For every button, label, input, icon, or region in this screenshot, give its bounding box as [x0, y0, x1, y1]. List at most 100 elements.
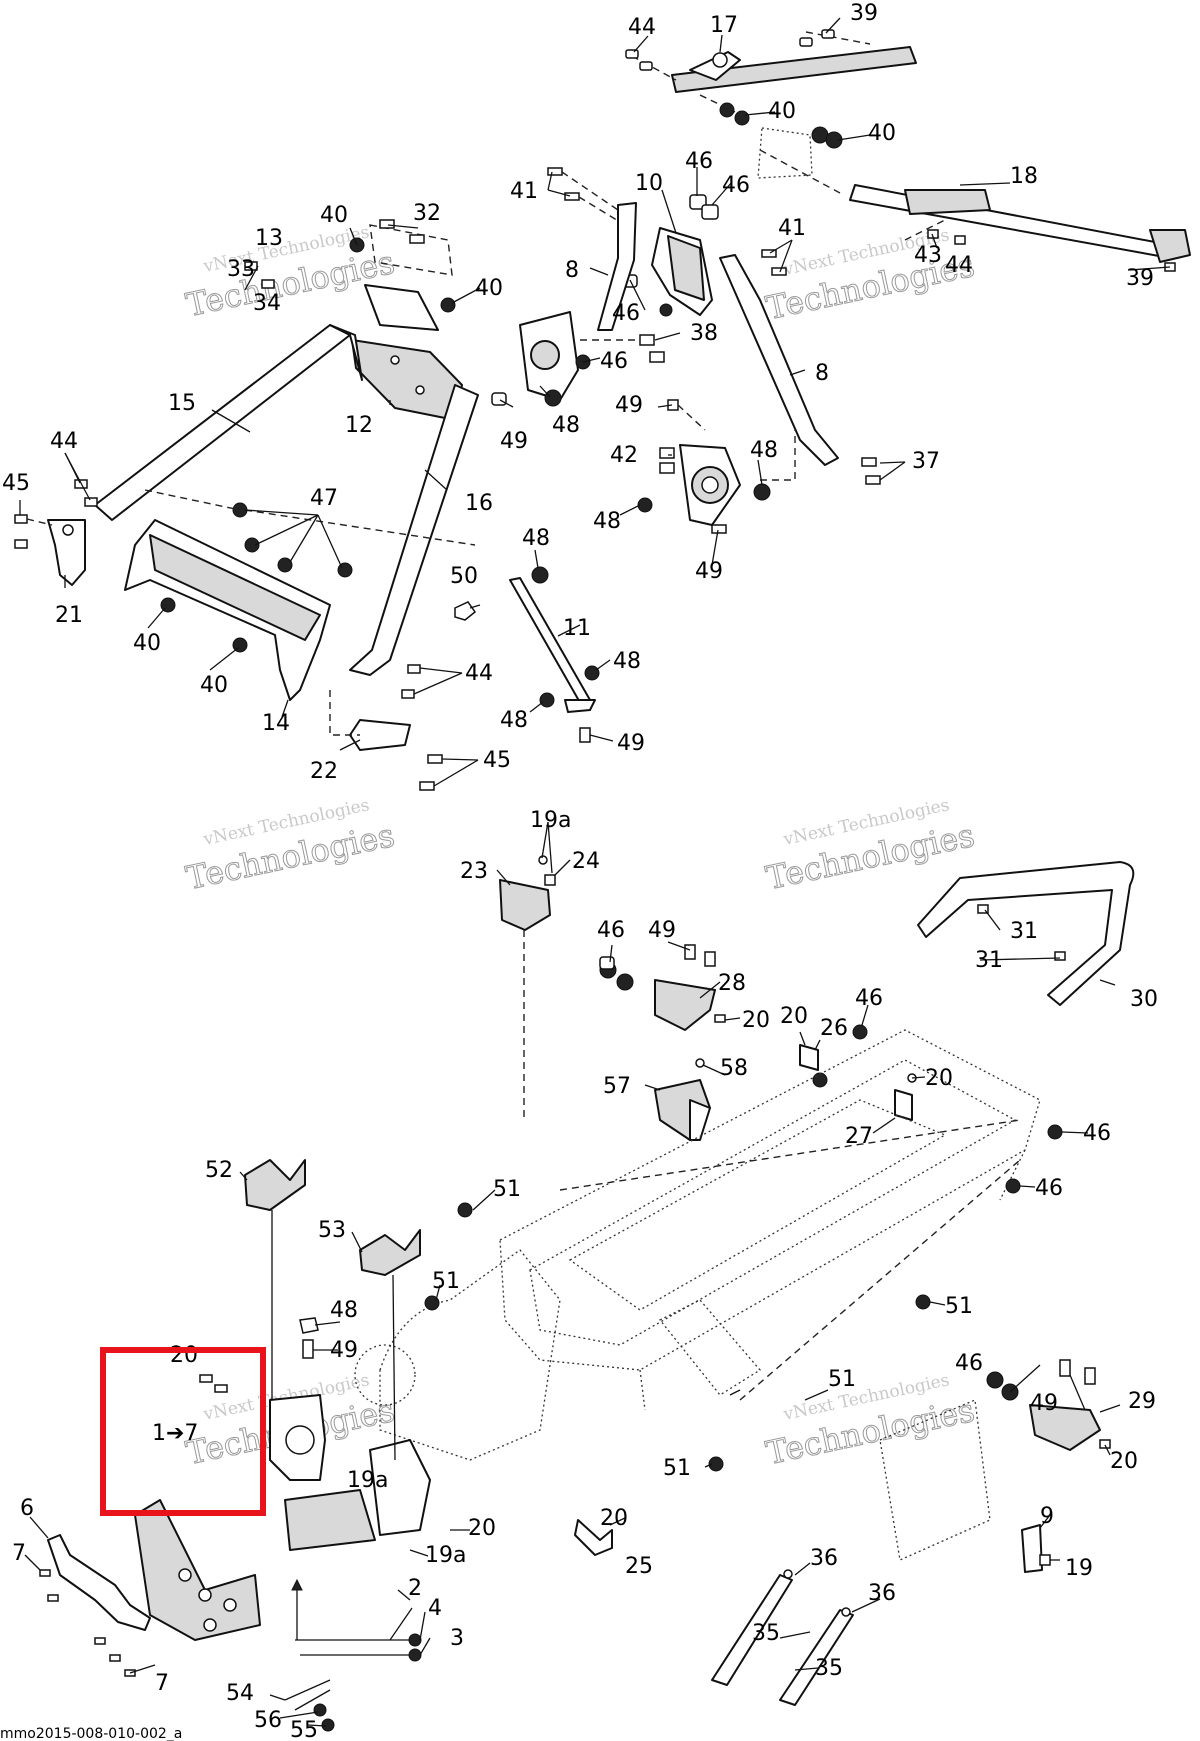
callout-7: 7 — [155, 1671, 169, 1696]
callout-48: 48 — [593, 509, 621, 534]
callout-20: 20 — [600, 1506, 628, 1531]
callout-20: 20 — [170, 1343, 198, 1368]
callout-36: 36 — [810, 1546, 838, 1571]
callout-40: 40 — [868, 121, 896, 146]
callout-49: 49 — [617, 731, 645, 756]
callout-44: 44 — [465, 661, 493, 686]
callout-51: 51 — [663, 1456, 691, 1481]
callout-35: 35 — [752, 1621, 780, 1646]
callout-49: 49 — [695, 559, 723, 584]
part-sprocket-bracket-left — [491, 311, 665, 407]
watermark-group: vNext Technologies Technologies vNext Te… — [182, 222, 978, 1472]
callout-19a: 19a — [425, 1543, 466, 1568]
part-25-clip — [574, 1519, 613, 1556]
callout-55: 55 — [290, 1718, 318, 1741]
callout-40: 40 — [475, 276, 503, 301]
callout-49: 49 — [330, 1338, 358, 1363]
part-23-bracket — [499, 855, 556, 1120]
part-35-rear-slider — [711, 1574, 854, 1706]
callout-33: 33 — [227, 257, 255, 282]
callout-22: 22 — [310, 759, 338, 784]
hardware-48-49-lower — [199, 1317, 319, 1393]
callout-46: 46 — [855, 986, 883, 1011]
callout-38: 38 — [690, 321, 718, 346]
part-9-tab — [1021, 1524, 1051, 1573]
callout-23: 23 — [460, 859, 488, 884]
callout-46: 46 — [1083, 1121, 1111, 1146]
callout-35: 35 — [815, 1656, 843, 1681]
part-sprocket-bracket-right — [637, 399, 796, 534]
callout-58: 58 — [720, 1056, 748, 1081]
callout-13: 13 — [255, 226, 283, 251]
callout-51: 51 — [432, 1269, 460, 1294]
callout-50: 50 — [450, 564, 478, 589]
callout-46: 46 — [597, 918, 625, 943]
callout-20: 20 — [468, 1516, 496, 1541]
callout-48: 48 — [552, 413, 580, 438]
part-11-strut — [454, 566, 600, 743]
diagram-code: mmo2015-008-010-002_a — [0, 1726, 182, 1741]
callout-49: 49 — [648, 918, 676, 943]
front-drive-assembly — [269, 1202, 724, 1551]
part-22-plate — [329, 690, 443, 791]
part-57-guard — [654, 1058, 711, 1141]
part-17-top-bar — [631, 31, 917, 113]
callout-34: 34 — [253, 291, 281, 316]
callout-26: 26 — [820, 1016, 848, 1041]
part-26-bracket — [799, 1044, 828, 1088]
part-1-7-side-plate — [134, 1499, 261, 1641]
callout-48: 48 — [750, 438, 778, 463]
part-18-right-bar — [757, 127, 1191, 263]
callout-36: 36 — [868, 1581, 896, 1606]
callout-48: 48 — [500, 708, 528, 733]
callout-49: 49 — [615, 393, 643, 418]
callout-42: 42 — [610, 443, 638, 468]
callout-40: 40 — [200, 673, 228, 698]
callout-19a: 19a — [347, 1468, 388, 1493]
callout-20: 20 — [1110, 1449, 1138, 1474]
callout-14: 14 — [262, 711, 290, 736]
callout-39: 39 — [1126, 266, 1154, 291]
callout-31: 31 — [975, 948, 1003, 973]
callout-11: 11 — [563, 616, 591, 641]
callout-18: 18 — [1010, 164, 1038, 189]
part-29-plate — [986, 1359, 1111, 1451]
part-27-bracket — [894, 1073, 917, 1121]
callout-44: 44 — [50, 429, 78, 454]
callout-16: 16 — [465, 491, 493, 516]
part-14-crossmember — [124, 489, 476, 701]
callout-40: 40 — [768, 99, 796, 124]
callout-19a: 19a — [530, 808, 571, 833]
highlight-box — [100, 1347, 266, 1516]
callout-44: 44 — [628, 15, 656, 40]
hardware-37 — [861, 457, 881, 485]
callout-3: 3 — [450, 1626, 464, 1651]
callout-17: 17 — [710, 13, 738, 38]
callout-56: 56 — [254, 1708, 282, 1733]
callout-41: 41 — [778, 216, 806, 241]
part-15-left-rail — [94, 324, 363, 521]
callout-39: 39 — [850, 1, 878, 26]
main-chassis-tunnel — [499, 1029, 1041, 1561]
callout-49: 49 — [1030, 1391, 1058, 1416]
callout-8: 8 — [815, 361, 829, 386]
callout-20: 20 — [780, 1004, 808, 1029]
part-8-right-arm — [719, 254, 839, 466]
part-10-centre-bracket — [622, 194, 719, 317]
callout-25: 25 — [625, 1554, 653, 1579]
callout-2: 2 — [408, 1576, 422, 1601]
callout-43: 43 — [914, 243, 942, 268]
callout-10: 10 — [635, 171, 663, 196]
callout-41: 41 — [510, 179, 538, 204]
callout-1-7: 1➔7 — [152, 1421, 198, 1446]
part-52-block — [244, 1159, 306, 1400]
callout-4: 4 — [428, 1596, 442, 1621]
callout-12: 12 — [345, 413, 373, 438]
callout-40: 40 — [133, 631, 161, 656]
part-28-plate — [599, 944, 726, 1031]
part-8-left-arm — [597, 202, 637, 331]
hardware-bottom-bolts — [284, 1578, 422, 1732]
callout-46: 46 — [612, 301, 640, 326]
callout-31: 31 — [1010, 919, 1038, 944]
